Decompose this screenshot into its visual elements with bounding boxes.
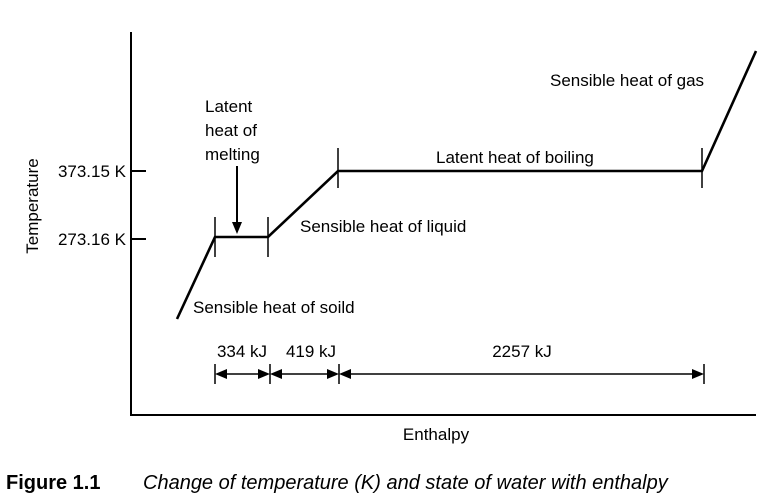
- label-latent-boiling: Latent heat of boiling: [436, 148, 594, 167]
- y-axis-label: Temperature: [23, 158, 42, 253]
- label-sensible-gas: Sensible heat of gas: [550, 71, 704, 90]
- y-tick-label-373: 373.15 K: [58, 162, 127, 181]
- figure-number: Figure 1.1: [6, 472, 100, 494]
- interval-label-2257: 2257 kJ: [492, 342, 552, 361]
- label-latent-melting-line3: melting: [205, 145, 260, 164]
- temperature-curve: [175, 50, 758, 320]
- interval-label-334: 334 kJ: [217, 342, 267, 361]
- label-sensible-solid: Sensible heat of soild: [193, 298, 355, 317]
- melting-arrowhead: [232, 222, 242, 234]
- x-axis-label: Enthalpy: [403, 425, 470, 444]
- y-tick-label-273: 273.16 K: [58, 230, 127, 249]
- interval-arrow-334: [215, 369, 270, 379]
- label-sensible-liquid: Sensible heat of liquid: [300, 217, 466, 236]
- interval-arrow-419: [270, 369, 339, 379]
- interval-arrow-2257: [339, 369, 704, 379]
- interval-label-419: 419 kJ: [286, 342, 336, 361]
- figure-caption: Change of temperature (K) and state of w…: [143, 472, 669, 494]
- label-latent-melting-line1: Latent: [205, 97, 253, 116]
- label-latent-melting-line2: heat of: [205, 121, 257, 140]
